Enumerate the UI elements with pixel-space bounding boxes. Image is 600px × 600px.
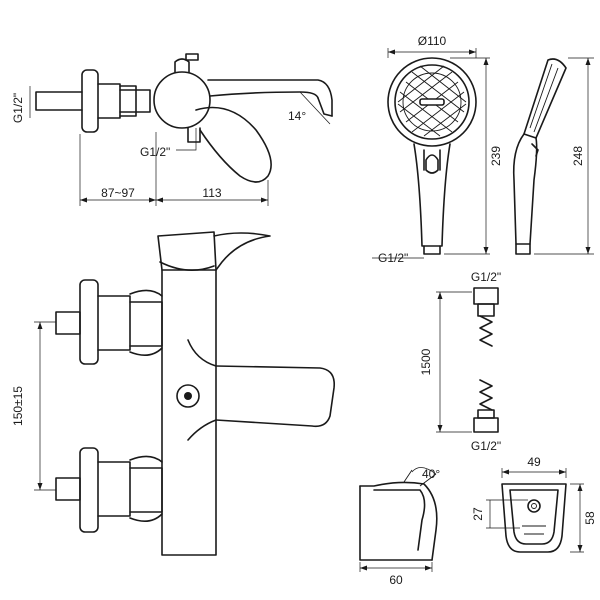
dim-handshower-side: 248 [571, 146, 585, 166]
dim-centers: 150±15 [11, 386, 25, 426]
dim-head-diameter: Ø110 [418, 34, 447, 48]
dim-holder-hole: 27 [471, 507, 485, 521]
dim-spout-length: 113 [202, 186, 221, 200]
dim-handshower-length: 239 [489, 146, 503, 166]
dim-holder-depth: 60 [389, 573, 403, 587]
hose [436, 287, 499, 433]
dim-holder-width: 49 [527, 455, 541, 469]
angle-label-spout: 14° [288, 109, 306, 123]
handshower-front [372, 48, 490, 259]
dim-holder-height: 58 [583, 511, 597, 525]
dim-hose-length: 1500 [419, 348, 433, 375]
mixer-side-view [29, 53, 333, 206]
handshower-side [512, 57, 594, 255]
thread-label-hose-top: G1/2" [471, 270, 501, 284]
holder-front [486, 468, 584, 553]
thread-label-handshower: G1/2" [378, 251, 408, 265]
mixer-front-view [34, 231, 336, 556]
angle-label-holder: 40° [422, 467, 440, 481]
dim-wall-range: 87~97 [101, 186, 135, 200]
thread-label-top-left: G1/2" [11, 93, 25, 123]
thread-label-mid-left: G1/2" [140, 145, 170, 159]
thread-label-hose-bottom: G1/2" [471, 439, 501, 453]
holder-side [359, 467, 438, 572]
